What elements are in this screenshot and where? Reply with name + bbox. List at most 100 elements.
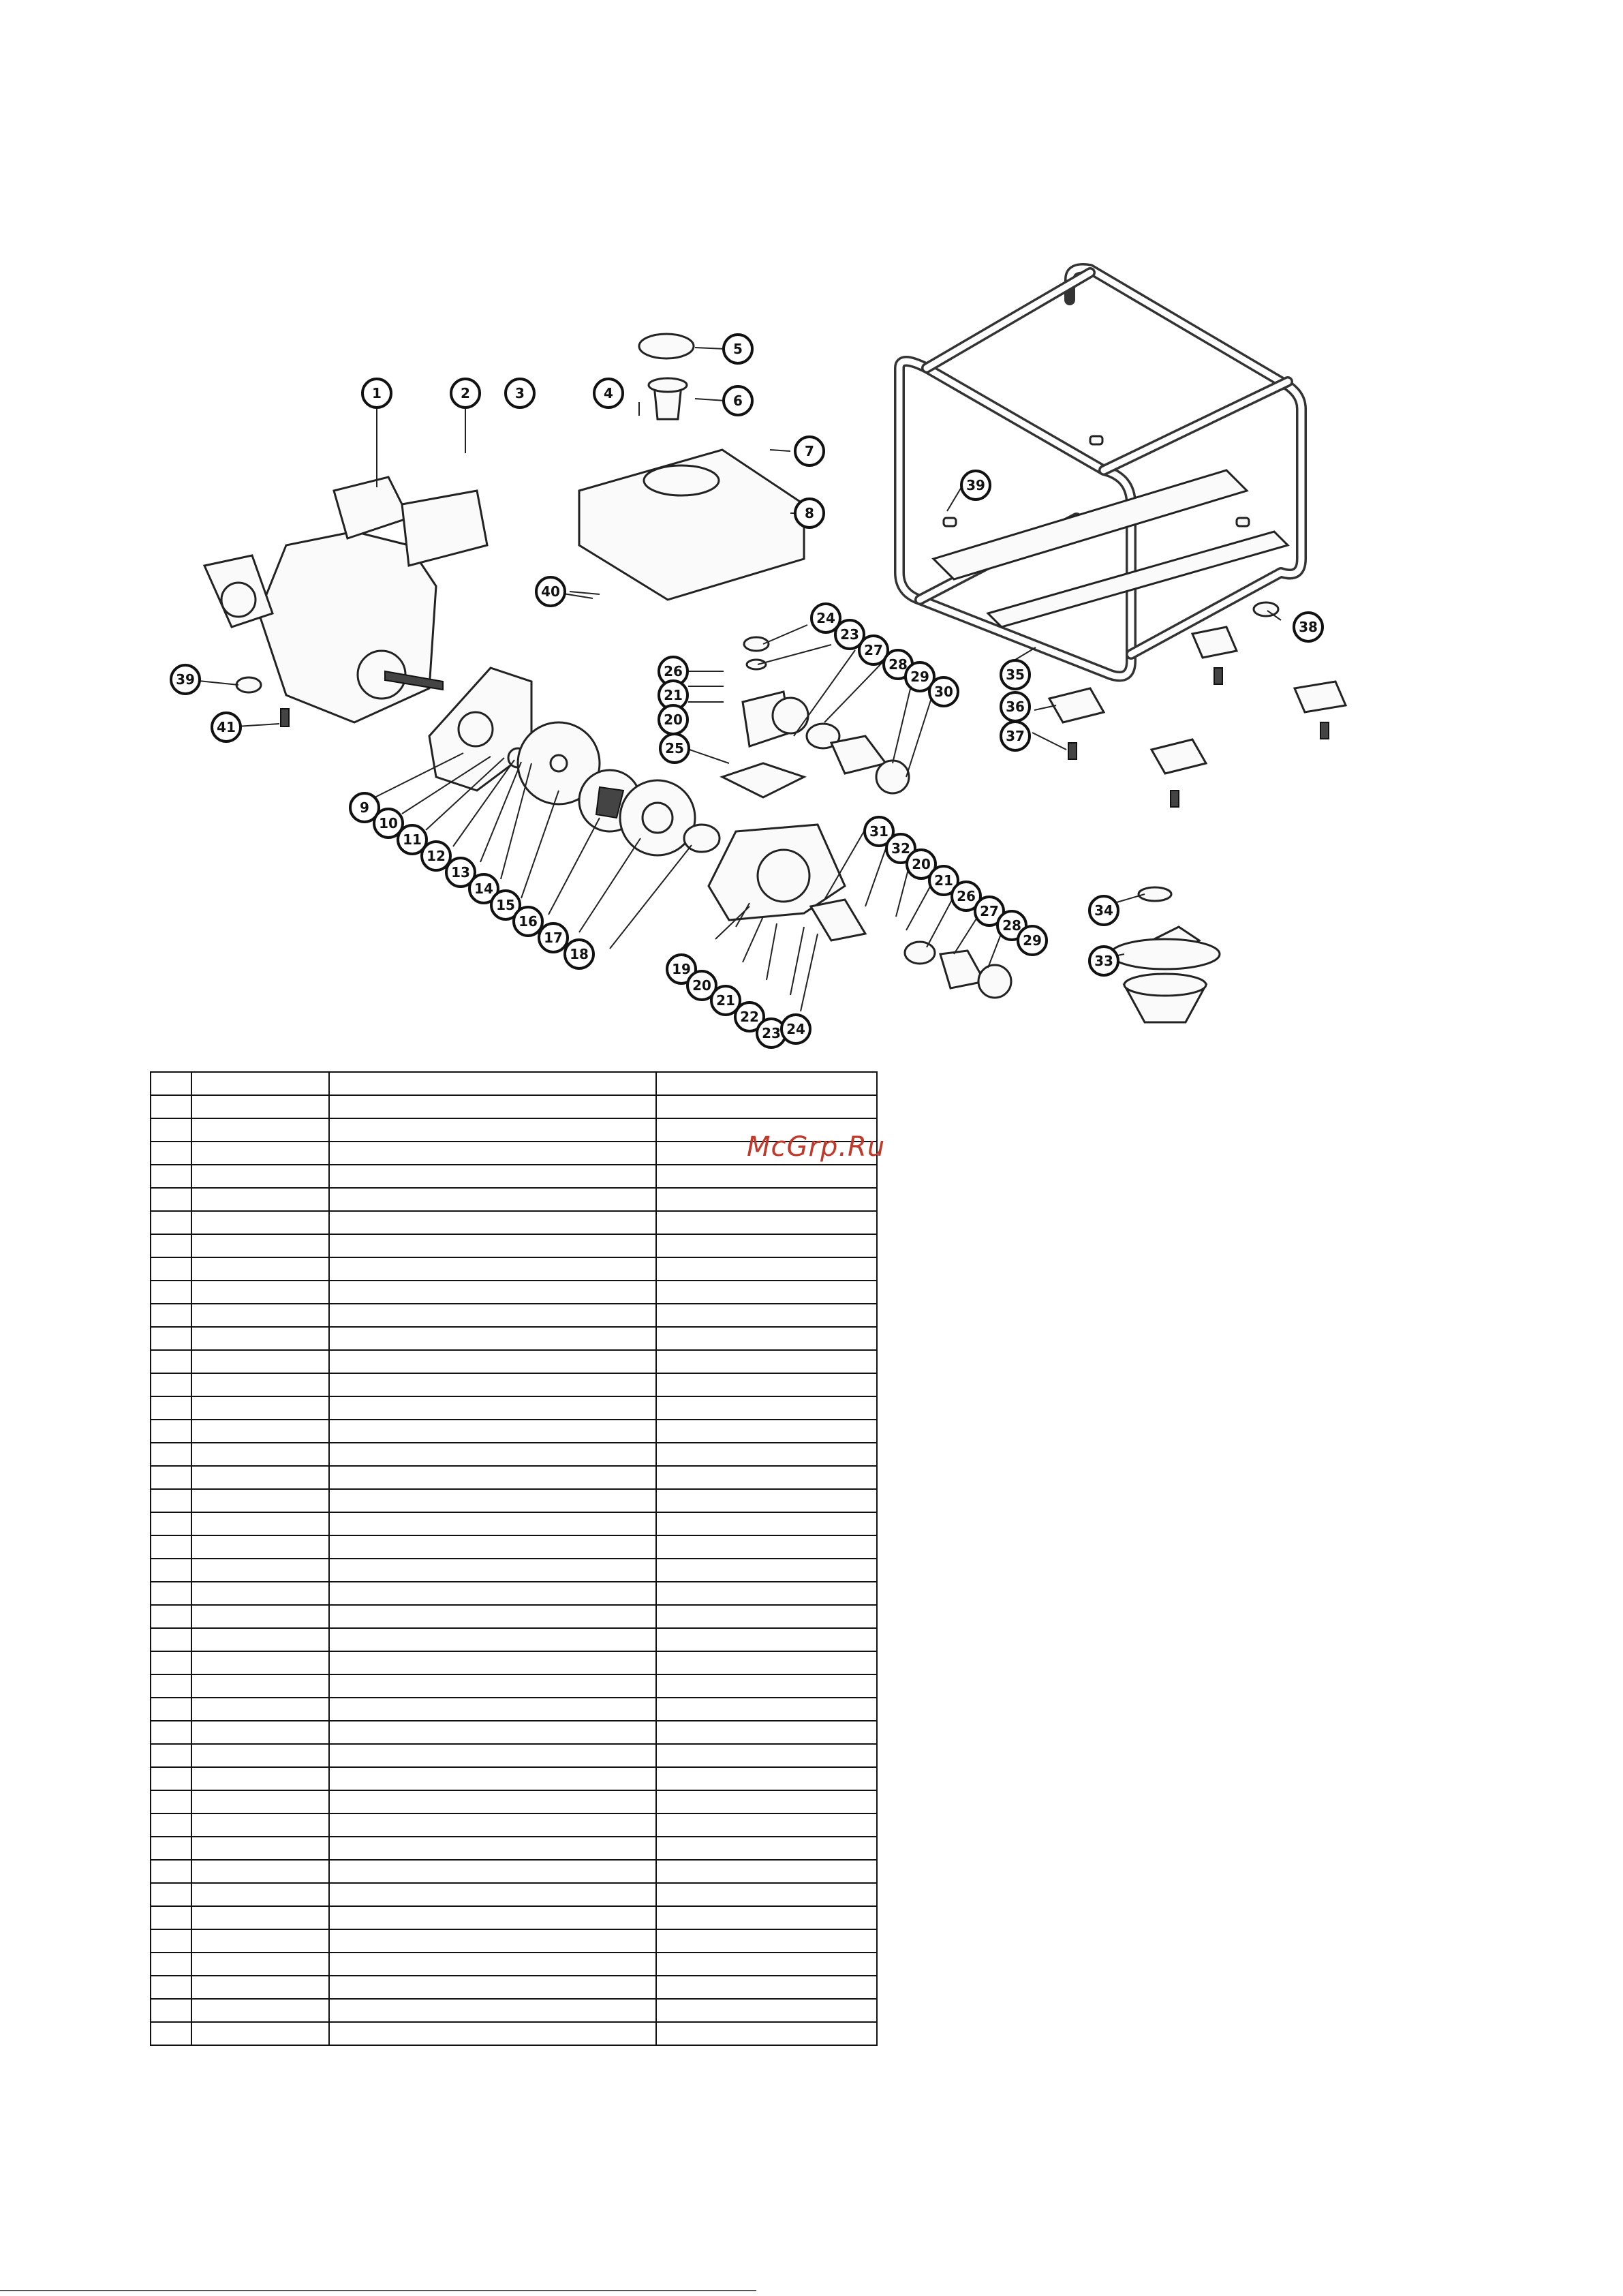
svg-text:21: 21 bbox=[716, 992, 735, 1009]
table-cell bbox=[328, 1581, 657, 1606]
table-cell bbox=[150, 1790, 192, 1814]
table-cell bbox=[150, 1095, 192, 1119]
table-cell bbox=[150, 1164, 192, 1189]
table-cell bbox=[191, 1280, 330, 1304]
callout-4: 4 bbox=[593, 378, 624, 409]
table-row bbox=[150, 1419, 878, 1443]
table-cell bbox=[150, 1349, 192, 1374]
table-row bbox=[150, 1373, 878, 1397]
table-row bbox=[150, 1882, 878, 1907]
table-cell bbox=[328, 1790, 657, 1814]
callout-27: 27 bbox=[858, 634, 889, 666]
callout-32: 32 bbox=[885, 833, 916, 864]
callout-21c: 21 bbox=[928, 865, 959, 896]
table-row bbox=[150, 1651, 878, 1675]
table-row bbox=[150, 1905, 878, 1930]
table-cell bbox=[328, 1697, 657, 1721]
table-cell bbox=[191, 1975, 330, 2000]
table-cell bbox=[150, 1651, 192, 1675]
callout-31: 31 bbox=[863, 816, 895, 847]
svg-text:25: 25 bbox=[665, 740, 684, 756]
svg-text:26: 26 bbox=[664, 663, 683, 679]
callout-25: 25 bbox=[659, 733, 690, 764]
table-cell bbox=[150, 1905, 192, 1930]
table-cell bbox=[150, 1326, 192, 1351]
table-cell bbox=[328, 1373, 657, 1397]
table-cell bbox=[655, 1929, 878, 1953]
table-cell bbox=[150, 1998, 192, 2023]
table-cell bbox=[191, 1743, 330, 1768]
table-cell bbox=[150, 1071, 192, 1096]
callout-17: 17 bbox=[538, 922, 569, 953]
table-row bbox=[150, 1558, 878, 1582]
table-row bbox=[150, 1164, 878, 1189]
callout-29: 29 bbox=[904, 661, 936, 692]
table-cell bbox=[328, 1836, 657, 1861]
callout-21: 21 bbox=[710, 985, 741, 1016]
svg-text:33: 33 bbox=[1094, 953, 1113, 969]
table-cell bbox=[150, 1465, 192, 1490]
table-cell bbox=[655, 1766, 878, 1791]
table-row bbox=[150, 1303, 878, 1328]
table-cell bbox=[150, 1512, 192, 1536]
table-cell bbox=[655, 1627, 878, 1652]
svg-text:20: 20 bbox=[692, 977, 711, 994]
table-cell bbox=[191, 1164, 330, 1189]
table-cell bbox=[191, 1882, 330, 1907]
svg-text:23: 23 bbox=[840, 626, 859, 643]
strainer-illustration bbox=[235, 601, 1348, 1024]
engine-illustration bbox=[202, 476, 489, 724]
table-row bbox=[150, 1187, 878, 1212]
svg-text:39: 39 bbox=[966, 477, 985, 493]
table-cell bbox=[328, 1558, 657, 1582]
table-cell bbox=[655, 1187, 878, 1212]
table-cell bbox=[191, 1118, 330, 1142]
callout-20c: 20 bbox=[906, 848, 937, 880]
table-cell bbox=[191, 1766, 330, 1791]
table-cell bbox=[150, 1952, 192, 1976]
table-cell bbox=[191, 1141, 330, 1165]
svg-text:20: 20 bbox=[664, 711, 683, 728]
table-cell bbox=[328, 1303, 657, 1328]
callout-40: 40 bbox=[535, 576, 566, 607]
callout-9: 9 bbox=[349, 792, 380, 823]
table-row bbox=[150, 1396, 878, 1420]
table-row bbox=[150, 1512, 878, 1536]
svg-text:26: 26 bbox=[957, 888, 976, 904]
table-cell bbox=[328, 1326, 657, 1351]
table-cell bbox=[655, 1952, 878, 1976]
table-cell bbox=[150, 1234, 192, 1258]
callout-29b: 29 bbox=[1017, 925, 1048, 956]
frame-illustration bbox=[894, 263, 1307, 682]
table-cell bbox=[150, 1766, 192, 1791]
table-row bbox=[150, 1604, 878, 1629]
callout-7: 7 bbox=[794, 435, 825, 467]
table-cell bbox=[150, 1118, 192, 1142]
svg-text:12: 12 bbox=[427, 848, 446, 864]
table-row bbox=[150, 1697, 878, 1721]
table-cell bbox=[328, 1118, 657, 1142]
table-cell bbox=[150, 1697, 192, 1721]
table-cell bbox=[328, 1512, 657, 1536]
svg-text:3: 3 bbox=[515, 385, 525, 401]
table-cell bbox=[191, 1373, 330, 1397]
table-cell bbox=[655, 1998, 878, 2023]
table-cell bbox=[655, 1720, 878, 1745]
table-row bbox=[150, 1674, 878, 1698]
svg-text:35: 35 bbox=[1006, 667, 1025, 683]
table-cell bbox=[655, 1141, 878, 1165]
svg-text:28: 28 bbox=[888, 656, 908, 673]
table-cell bbox=[150, 1720, 192, 1745]
table-cell bbox=[328, 1164, 657, 1189]
table-cell bbox=[328, 2021, 657, 2046]
callout-20b: 20 bbox=[658, 704, 689, 735]
table-cell bbox=[191, 1187, 330, 1212]
table-cell bbox=[328, 1651, 657, 1675]
svg-text:19: 19 bbox=[672, 961, 691, 977]
table-cell bbox=[328, 1674, 657, 1698]
svg-text:40: 40 bbox=[541, 583, 560, 600]
table-cell bbox=[191, 1349, 330, 1374]
table-cell bbox=[150, 1187, 192, 1212]
table-cell bbox=[328, 1720, 657, 1745]
callout-6: 6 bbox=[722, 385, 754, 416]
